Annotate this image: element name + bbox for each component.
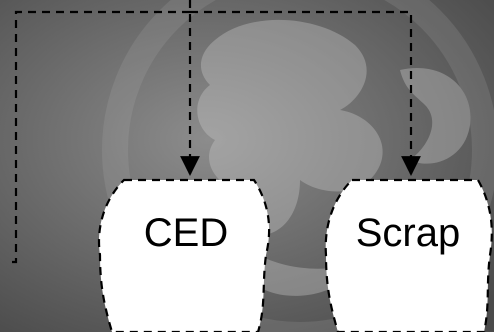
connector-lines	[6, 0, 421, 264]
node-ced-shape	[97, 178, 271, 332]
node-ced[interactable]: CED	[97, 178, 271, 332]
node-scrap-shape	[324, 178, 493, 332]
node-scrap[interactable]: Scrap	[324, 178, 493, 332]
node-scrap-label: Scrap	[356, 211, 461, 255]
node-ced-label: CED	[144, 211, 228, 255]
edge-left-branch	[6, 10, 190, 264]
edge-to-scrap	[190, 10, 421, 176]
